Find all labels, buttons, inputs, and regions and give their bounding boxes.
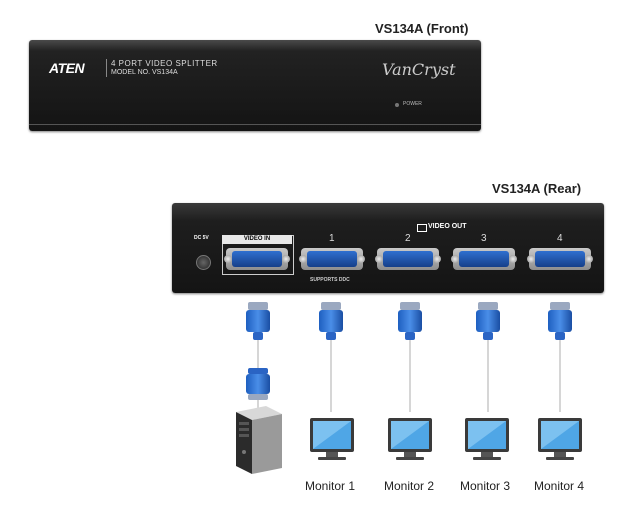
video-out-port-2-icon	[375, 248, 441, 270]
vga-plug-pc-icon	[246, 368, 270, 400]
front-stripe	[29, 124, 481, 125]
vga-plug-out-2-icon	[398, 302, 422, 340]
video-in-port-icon	[224, 248, 290, 270]
monitor-1-icon	[310, 418, 354, 460]
video-out-label: VIDEO OUT	[428, 223, 467, 230]
video-out-port-3-icon	[451, 248, 517, 270]
dc-label: DC 5V	[194, 235, 209, 241]
monitor-3-icon	[465, 418, 509, 460]
monitor-4-icon	[538, 418, 582, 460]
rear-panel: DC 5V VIDEO IN VIDEO OUT 1 2 3 4 SUPPORT…	[172, 203, 604, 293]
dc-power-jack-icon	[196, 255, 211, 270]
video-out-port-4-icon	[527, 248, 593, 270]
model-label: 4 PORT VIDEO SPLITTER MODEL NO. VS134A	[106, 59, 218, 77]
monitor-3-label: Monitor 3	[460, 479, 511, 493]
rear-title: VS134A (Rear)	[492, 181, 582, 196]
port-number-4: 4	[557, 233, 563, 244]
monitor-1-label: Monitor 1	[305, 479, 356, 493]
aten-logo: ATEN	[49, 60, 85, 76]
video-in-label: VIDEO IN	[222, 235, 292, 244]
vga-plug-video-in-icon	[246, 302, 270, 340]
pc-tower-icon	[236, 406, 282, 474]
front-title: VS134A (Front)	[375, 21, 469, 36]
ddc-label: SUPPORTS DDC	[310, 277, 350, 283]
port-number-1: 1	[329, 233, 335, 244]
power-label: POWER	[403, 101, 422, 107]
monitor-small-icon	[417, 224, 427, 232]
power-led-icon	[395, 103, 399, 107]
cables	[257, 340, 561, 412]
vga-plug-out-4-icon	[548, 302, 572, 340]
monitor-4-label: Monitor 4	[534, 479, 585, 493]
port-number-3: 3	[481, 233, 487, 244]
video-out-port-1-icon	[299, 248, 365, 270]
vancryst-logo: VanCryst	[382, 60, 456, 79]
vga-plug-out-1-icon	[319, 302, 343, 340]
monitor-2-label: Monitor 2	[384, 479, 435, 493]
front-panel: ATEN 4 PORT VIDEO SPLITTER MODEL NO. VS1…	[29, 40, 481, 131]
model-number: MODEL NO. VS134A	[111, 69, 178, 76]
monitor-2-icon	[388, 418, 432, 460]
vga-plug-out-3-icon	[476, 302, 500, 340]
port-number-2: 2	[405, 233, 411, 244]
product-name: 4 PORT VIDEO SPLITTER	[111, 59, 218, 68]
